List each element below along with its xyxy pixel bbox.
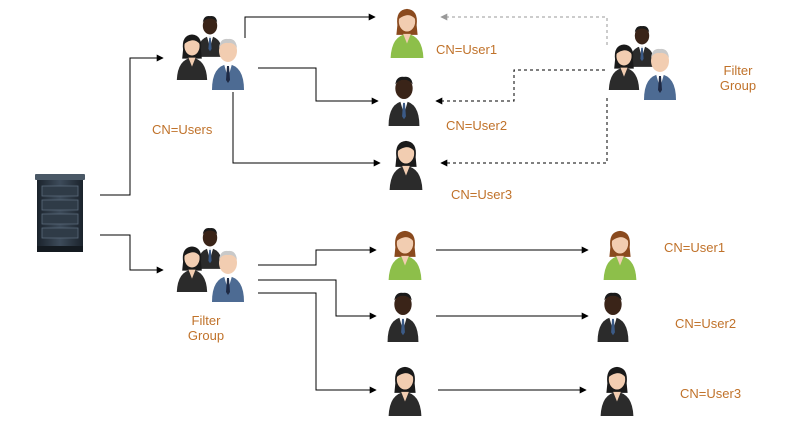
- bottom-user1-woman-green-icon: [388, 230, 422, 280]
- edge-filter-group-to-user1: [258, 246, 377, 266]
- edges-bottom: [100, 234, 589, 394]
- user1-bottom-label: CN=User1: [664, 240, 726, 255]
- edge-filter-to-user2: [435, 69, 605, 105]
- user2-man-dark-icon: [388, 76, 420, 126]
- user3-top-label: CN=User3: [451, 187, 513, 202]
- user1-woman-green-icon: [390, 8, 424, 58]
- edge-server-to-cn-users: [100, 54, 164, 196]
- bottom-user2-man-dark-icon: [387, 292, 419, 342]
- cn-users-group-icon: [177, 16, 244, 90]
- edge-cn-users-to-user1: [244, 13, 376, 38]
- result-user2-man-dark-icon: [597, 292, 629, 342]
- user2-top-label: CN=User2: [446, 118, 508, 133]
- edge-filter-to-user3: [440, 98, 608, 167]
- filter-group-right-icon: [609, 26, 676, 100]
- edge-server-to-filter-group: [100, 234, 164, 274]
- server-rack-icon: [35, 174, 85, 252]
- edge-cn-users-to-user2: [258, 67, 379, 105]
- cn-users-label: CN=Users: [152, 122, 213, 137]
- bottom-user3-woman-dark-icon: [388, 366, 422, 416]
- filter-group-bottom-icon: [177, 228, 244, 302]
- filter-group-right-label: Filter Group: [719, 63, 757, 93]
- user3-woman-dark-icon: [389, 140, 423, 190]
- edge-filter-group-to-user2: [258, 279, 377, 320]
- edge-filter-group-to-user3: [258, 292, 377, 394]
- user3-bottom-label: CN=User3: [680, 386, 742, 401]
- edge-filter-to-user1: [440, 13, 608, 45]
- edge-cn-users-to-user3: [232, 92, 381, 167]
- result-user1-woman-green-icon: [603, 230, 637, 280]
- filter-group-bottom-label: Filter Group: [187, 313, 225, 343]
- result-user3-woman-dark-icon: [600, 366, 634, 416]
- user2-bottom-label: CN=User2: [675, 316, 737, 331]
- user1-top-label: CN=User1: [436, 42, 498, 57]
- edges-top: [100, 13, 608, 196]
